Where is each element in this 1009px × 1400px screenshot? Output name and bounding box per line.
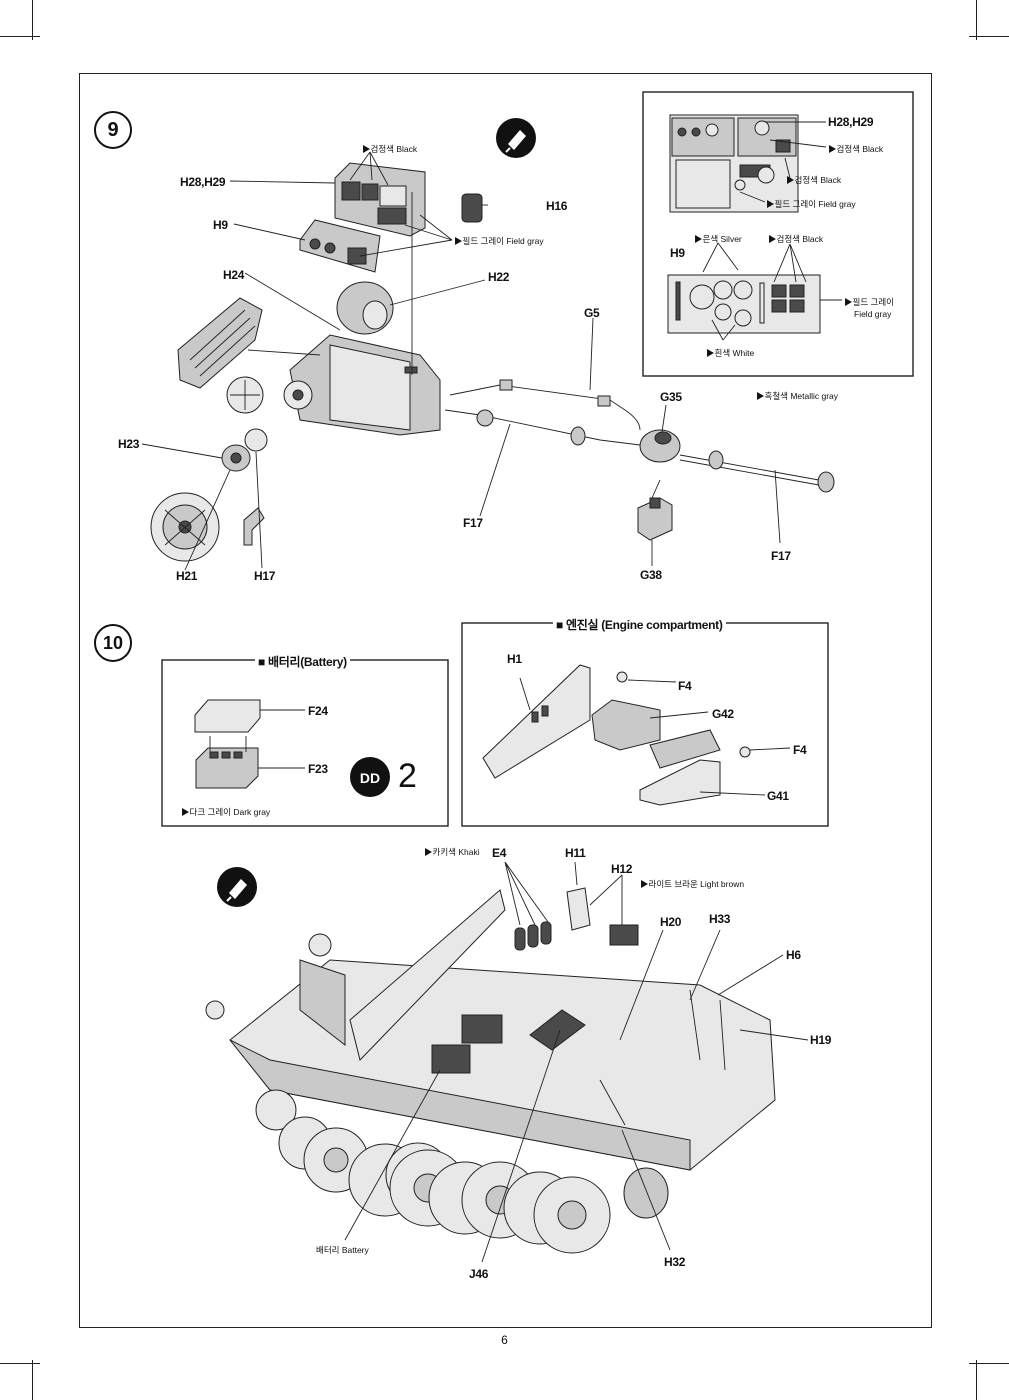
engine-box-title: ■ 엔진실 (Engine compartment) (553, 616, 726, 633)
detail-panel-drawing (667, 114, 821, 334)
part-h22-drawing (336, 281, 394, 335)
cement-glue-icon (217, 867, 257, 907)
label-f17-left: F17 (463, 516, 483, 530)
crop-mark (969, 1363, 1009, 1364)
label-f4-top: F4 (678, 679, 692, 693)
detail-label-h9: H9 (670, 246, 685, 260)
page-frame (79, 73, 932, 1328)
label-h32: H32 (664, 1255, 686, 1269)
leader-lines-step9 (141, 151, 781, 571)
cement-glue-icon (496, 118, 536, 158)
label-h22: H22 (488, 270, 510, 284)
page-number: 6 (501, 1333, 508, 1347)
label-h16: H16 (546, 199, 568, 213)
battery-box-title: ■ 배터리(Battery) (255, 653, 350, 670)
label-h24: H24 (223, 268, 245, 282)
note-field-gray: ▶필드 그레이 Field gray (454, 236, 544, 246)
label-f24: F24 (308, 704, 328, 718)
leader-lines-hull (344, 861, 809, 1263)
decal-icon: DD (350, 757, 390, 797)
detail-note-field-gray-1: ▶필드 그레이 Field gray (766, 199, 856, 209)
note-khaki: ▶카키색 Khaki (424, 847, 480, 857)
label-g35: G35 (660, 390, 682, 404)
detail-note-black-1: ▶검정색 Black (828, 144, 884, 154)
drive-shafts-drawing (444, 379, 641, 446)
hull-drawing (205, 887, 776, 1254)
note-dark-gray: ▶다크 그레이 Dark gray (181, 807, 271, 817)
part-h24-drawing (177, 297, 264, 414)
label-h19: H19 (810, 1033, 832, 1047)
detail-note-black-2: ▶검정색 Black (786, 175, 842, 185)
crop-mark (32, 1360, 33, 1400)
step-9-number: 9 (94, 111, 132, 149)
decal-count: 2 (398, 757, 417, 795)
label-h1: H1 (507, 652, 522, 666)
detail-label-h28-h29: H28,H29 (828, 115, 874, 129)
label-g41: G41 (767, 789, 789, 803)
crop-mark (976, 0, 977, 40)
label-h21: H21 (176, 569, 198, 583)
part-h21-drawing (150, 492, 220, 562)
label-h28-h29: H28,H29 (180, 175, 226, 189)
panel-h9-drawing (299, 219, 381, 273)
svg-text:DD: DD (360, 770, 380, 786)
label-f23: F23 (308, 762, 328, 776)
label-g42: G42 (712, 707, 734, 721)
leader-lines-detail (702, 121, 842, 341)
crop-mark (969, 36, 1009, 37)
label-g5: G5 (584, 306, 600, 320)
note-light-brown: ▶라이트 브라운 Light brown (640, 879, 745, 889)
engine-compartment-drawing (482, 664, 791, 806)
label-h11: H11 (565, 846, 586, 860)
label-h6: H6 (786, 948, 801, 962)
note-battery: 배터리 Battery (316, 1245, 369, 1255)
label-g38: G38 (640, 568, 662, 582)
crop-mark (0, 1363, 40, 1364)
label-e4: E4 (492, 846, 507, 860)
crop-mark (0, 36, 40, 37)
detail-note-field-gray-2a: ▶필드 그레이 (844, 297, 894, 307)
crop-mark (976, 1360, 977, 1400)
part-h23-drawing (221, 428, 268, 472)
step-10-number: 10 (94, 624, 132, 662)
label-h9: H9 (213, 218, 228, 232)
transmission-drawing (283, 334, 441, 436)
crop-mark (32, 0, 33, 40)
part-h17-drawing (243, 507, 265, 546)
label-h20: H20 (660, 915, 682, 929)
part-g38-drawing (637, 497, 673, 541)
part-h16-drawing (461, 193, 483, 223)
note-metallic-gray: ▶흑철색 Metallic gray (756, 391, 839, 401)
note-black: ▶검정색 Black (362, 144, 418, 154)
detail-note-black-3: ▶검정색 Black (768, 234, 824, 244)
detail-note-silver: ▶은색 Silver (694, 234, 742, 244)
detail-note-white: ▶흰색 White (706, 348, 755, 358)
label-h23: H23 (118, 437, 140, 451)
label-j46: J46 (469, 1267, 489, 1281)
label-h33: H33 (709, 912, 731, 926)
label-h12: H12 (611, 862, 633, 876)
right-shaft-drawing (679, 450, 835, 493)
gearbox-housing-drawing (334, 162, 426, 237)
part-g35-drawing (639, 429, 681, 463)
detail-note-field-gray-2b: Field gray (854, 309, 892, 319)
label-f4-right: F4 (793, 743, 807, 757)
label-f17-right: F17 (771, 549, 791, 563)
battery-drawing (194, 699, 305, 789)
label-h17: H17 (254, 569, 276, 583)
